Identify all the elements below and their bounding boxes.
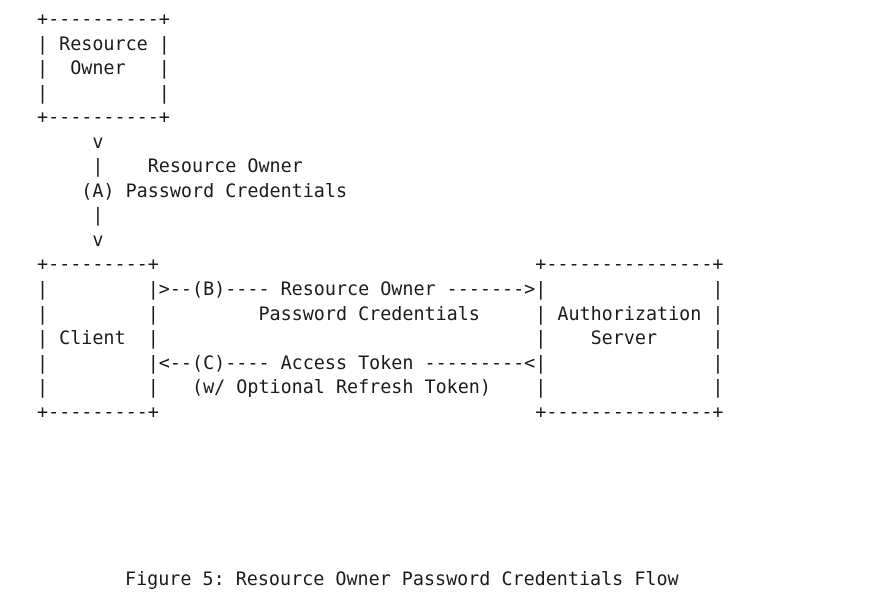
ascii-line-05: +----------+: [37, 107, 170, 129]
figure-caption: Figure 5: Resource Owner Password Creden…: [125, 569, 679, 590]
ascii-line-11: +---------+ +---------------+: [37, 254, 724, 276]
ascii-line-12: | |>--(B)---- Resource Owner ------->| |: [37, 279, 724, 301]
ascii-line-08: (A) Password Credentials: [37, 180, 348, 202]
ascii-line-03: | Owner |: [37, 58, 170, 80]
ascii-line-14: | Client | | Server |: [37, 328, 724, 350]
ascii-line-01: +----------+: [37, 9, 170, 30]
ascii-line-09: |: [37, 205, 104, 227]
ascii-line-16: | | (w/ Optional Refresh Token) | |: [37, 377, 724, 399]
ascii-line-17: +---------+ +---------------+: [37, 401, 724, 423]
ascii-line-06: v: [37, 131, 104, 153]
ascii-art-diagram: +----------+ | Resource | | Owner | | | …: [37, 8, 723, 425]
ascii-line-15: | |<--(C)---- Access Token ---------<| |: [37, 352, 724, 374]
ascii-line-04: | |: [37, 82, 170, 104]
ascii-line-02: | Resource |: [37, 33, 170, 55]
ascii-line-07: | Resource Owner: [37, 156, 303, 178]
ascii-line-13: | | Password Credentials | Authorization…: [37, 303, 724, 325]
ascii-line-10: v: [37, 229, 104, 251]
